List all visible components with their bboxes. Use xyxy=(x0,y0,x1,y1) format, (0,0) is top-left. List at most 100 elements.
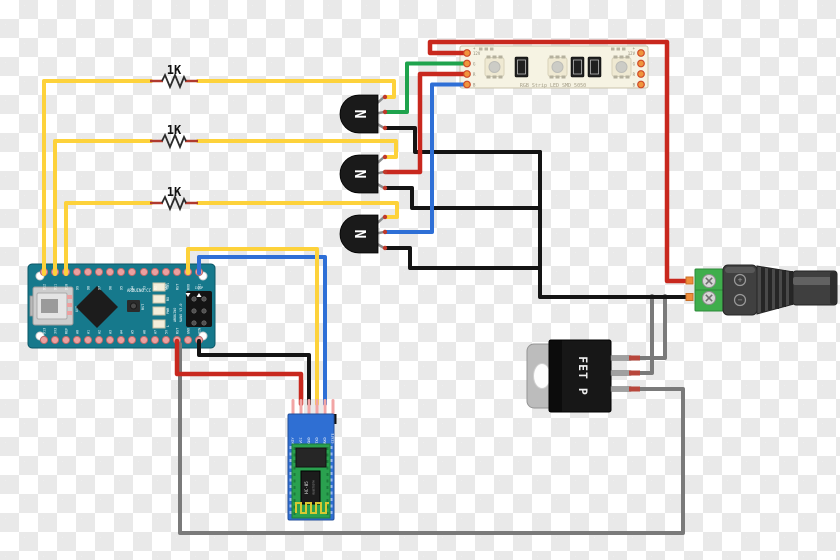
reset-button: RST xyxy=(127,300,145,312)
transistor-n-3: N xyxy=(339,214,388,254)
wire-fet-ground-loop xyxy=(178,342,685,535)
antenna-icon xyxy=(295,502,329,514)
smd-led-icon xyxy=(611,55,632,79)
svg-text:D13: D13 xyxy=(43,328,47,334)
resistor-value: 1K xyxy=(167,123,182,137)
wire-nano-to-hc05-vcc xyxy=(174,338,304,407)
wire-fet-top xyxy=(638,294,667,360)
smd-led-icon xyxy=(547,55,568,79)
led-strip-caption: RGB Strip LED SMD 5050 xyxy=(520,83,586,89)
svg-text:GND: GND xyxy=(307,437,311,443)
svg-text:TX1: TX1 xyxy=(166,283,170,289)
mosfet-label: FET P xyxy=(576,356,590,396)
wire-blue-channel xyxy=(384,82,469,234)
gray-wires xyxy=(178,294,685,535)
model-label-2: NANO V3.0 xyxy=(179,304,183,322)
svg-text:12V: 12V xyxy=(473,51,481,56)
led-strip-pads xyxy=(463,49,645,89)
strip-pad-labels: + 12V G R B + 12V G R B xyxy=(473,46,636,88)
screw-icon xyxy=(702,291,716,305)
svg-text:+: + xyxy=(473,46,476,51)
resistor-1k-2: 1K xyxy=(150,123,198,150)
nano-top-pin-labels: D12 D11 D10 D9 D8 D7 D6 D5 D4 D3 D2 GND … xyxy=(43,284,202,290)
svg-text:12V: 12V xyxy=(628,51,636,56)
smd-resistor-icon xyxy=(514,56,602,78)
transistors: N N N xyxy=(339,94,388,254)
resistor-1k-1: 1K xyxy=(150,63,198,90)
strip-cut-marks xyxy=(479,47,626,51)
svg-text:A5: A5 xyxy=(131,330,135,334)
transistor-label: N xyxy=(351,229,369,238)
svg-text:A7: A7 xyxy=(154,330,158,334)
wire-r2-to-q2 xyxy=(196,139,398,159)
indicator-leds: TX1 RX PWR L xyxy=(152,282,170,329)
svg-text:D2: D2 xyxy=(154,286,158,290)
svg-text:A2: A2 xyxy=(98,330,102,334)
svg-text:G: G xyxy=(473,62,476,67)
svg-text:PWR: PWR xyxy=(166,307,170,314)
svg-text:A6: A6 xyxy=(143,330,147,334)
hc05-lead-tips xyxy=(291,399,335,416)
wire-red-channel xyxy=(383,71,470,175)
usb-label: USB xyxy=(75,306,79,312)
svg-text:D5: D5 xyxy=(120,286,124,290)
nano-pcb xyxy=(27,263,216,349)
wire-r3-to-q3 xyxy=(196,201,399,219)
terminal-entry-negative xyxy=(685,293,694,301)
wire-d11-to-r2 xyxy=(53,139,153,276)
mcu-chip-icon xyxy=(76,286,118,328)
svg-text:B: B xyxy=(473,83,476,88)
svg-text:D11: D11 xyxy=(54,284,58,290)
smd-led-icon xyxy=(484,55,505,79)
arduino-nano-board: USB ARDUINO.CC RST TX1 RX PWR L ARDUINO … xyxy=(27,263,216,349)
hc05-flash-chip-icon xyxy=(295,447,327,468)
svg-text:ICSP: ICSP xyxy=(195,286,203,290)
svg-text:RXD: RXD xyxy=(187,284,191,290)
svg-text:3V3: 3V3 xyxy=(54,328,58,334)
mosfet-tab-hole xyxy=(533,363,551,389)
transistor-label: N xyxy=(351,109,369,118)
svg-text:GND: GND xyxy=(165,284,169,290)
polarity-plus-label: + xyxy=(738,276,743,285)
p-mosfet-fet-p: FET P xyxy=(526,339,640,413)
svg-text:TX1: TX1 xyxy=(198,284,202,290)
svg-text:A0: A0 xyxy=(76,330,80,334)
mini-usb-connector: USB xyxy=(29,286,79,326)
hc05-chip-label: HC-05 xyxy=(304,481,309,494)
svg-text:RXD: RXD xyxy=(323,437,327,443)
svg-text:+: + xyxy=(633,46,636,51)
wire-green-channel xyxy=(384,61,469,114)
svg-text:D8: D8 xyxy=(87,286,91,290)
svg-text:L: L xyxy=(166,325,170,327)
wire-emitter-2 xyxy=(384,186,542,210)
svg-text:D4: D4 xyxy=(131,286,135,290)
wire-emitter-3 xyxy=(384,246,542,270)
brand-label: ARDUINO.CC xyxy=(127,288,152,293)
tx-arrow-icon xyxy=(196,293,202,297)
red-wires xyxy=(174,39,693,407)
hc05-pin-labels: KEY VCC GND TXD RXD STATE xyxy=(291,433,335,443)
rx-arrow-icon xyxy=(185,293,191,297)
polarity-positive-icon xyxy=(733,273,747,287)
resistor-value: 1K xyxy=(167,185,182,199)
wire-nano-rx-to-hc05-tx xyxy=(186,247,319,406)
wire-d10-to-r3 xyxy=(64,201,153,276)
strain-relief-ribs xyxy=(761,267,793,312)
svg-text:D10: D10 xyxy=(65,284,69,290)
model-label-1: ARDUINO xyxy=(173,308,177,322)
terminal-entry-positive xyxy=(685,276,694,285)
wire-12v-supply xyxy=(427,39,693,284)
svg-text:KEY: KEY xyxy=(291,437,295,443)
svg-text:RX: RX xyxy=(166,296,170,301)
svg-text:B: B xyxy=(633,83,636,88)
icsp-header: ICSP xyxy=(186,286,212,327)
svg-text:VIN: VIN xyxy=(198,328,202,334)
resistor-1k-3: 1K xyxy=(150,185,198,212)
barrel-plug-tip xyxy=(830,272,837,304)
svg-text:RST: RST xyxy=(176,328,180,334)
yellow-wires xyxy=(42,79,399,406)
polarity-minus-label: − xyxy=(738,296,743,305)
transistor-label: N xyxy=(351,169,369,178)
resistor-value: 1K xyxy=(167,63,182,77)
rgb-led-strip: RGB Strip LED SMD 5050 + 12V G R B + 12V… xyxy=(459,45,649,89)
